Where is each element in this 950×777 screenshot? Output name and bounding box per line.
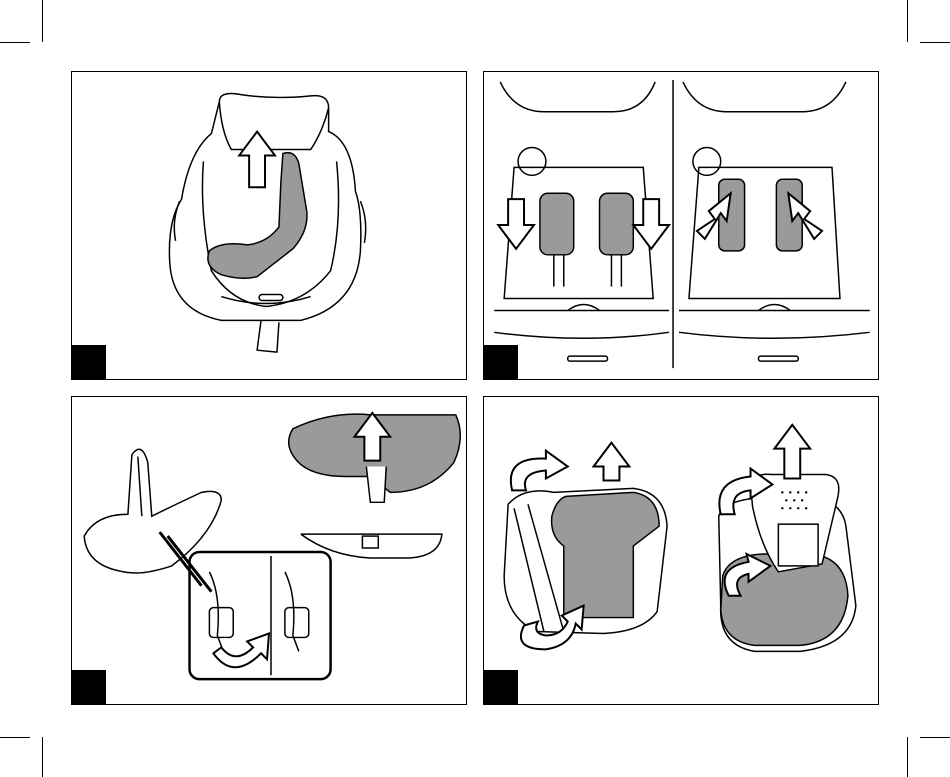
cover-clips-illustration [72,397,466,704]
crop-mark [0,42,30,43]
step-number-badge [72,670,106,704]
crop-mark [920,737,950,738]
seat-cushion-removal-illustration [72,72,466,379]
rotate-arrow-icon [511,451,568,491]
rotate-arrow-icon [521,606,584,650]
step-number-badge [484,345,518,379]
crop-mark [42,0,43,42]
shoulder-pad-illustration [484,72,878,379]
step-number-badge [484,670,518,704]
arrow-down-icon [498,199,534,249]
instruction-panel-3 [71,396,467,705]
instruction-panel-1 [71,71,467,380]
arrow-up-icon [774,425,810,479]
crop-mark [0,737,30,738]
crop-mark [920,42,950,43]
arrow-up-icon [239,132,275,188]
shoulder-pad [600,193,634,255]
arrow-down-icon [633,199,669,249]
remove-cover-illustration [484,397,878,704]
crop-mark [907,0,908,42]
instruction-panel-4 [483,396,879,705]
arrow-up-icon [594,443,630,481]
crop-mark [907,737,908,777]
crop-mark [42,737,43,777]
seat-cover [552,492,660,617]
step-number-badge [72,345,106,379]
shoulder-pad [540,193,574,255]
rotate-arrow-icon [213,633,269,667]
instruction-panel-2 [483,71,879,380]
